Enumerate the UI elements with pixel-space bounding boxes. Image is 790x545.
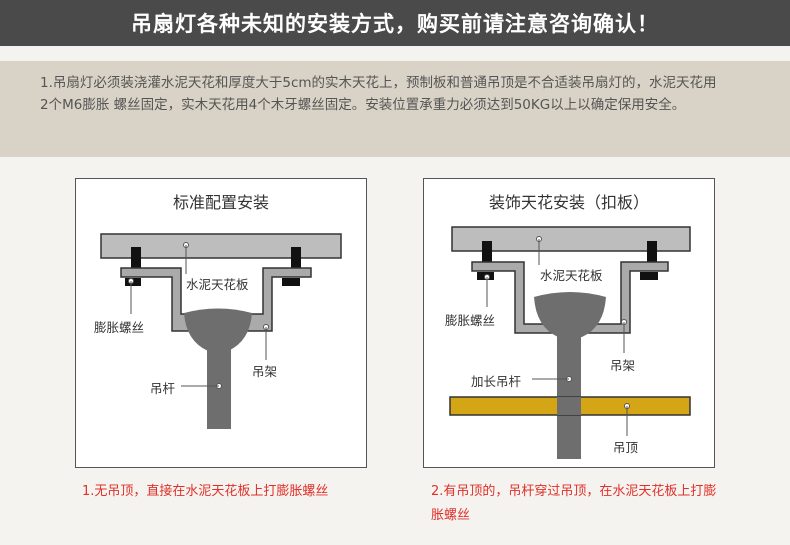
label-bracket: 吊架 — [252, 364, 278, 379]
caption-standard-install: 1.无吊顶，直接在水泥天花板上打膨胀螺丝 — [82, 484, 329, 499]
notice-box: 1.吊扇灯必须装浇灌水泥天花和厚度大于5cm的实木天花上，预制板和普通吊顶是不合… — [0, 61, 790, 157]
panel-false-ceiling-install: 装饰天花安装（扣板） 水泥天花板 膨胀螺丝 吊架 加长吊杆 吊顶 — [423, 178, 715, 468]
label-expansion-screw: 膨胀螺丝 — [94, 320, 145, 335]
bolt-right — [291, 247, 301, 273]
label-bracket: 吊架 — [610, 358, 636, 373]
bolt-left — [482, 241, 492, 269]
label-false-ceiling: 吊顶 — [613, 440, 639, 455]
standard-install-diagram — [100, 233, 342, 429]
page-header: 吊扇灯各种未知的安装方式，购买前请注意咨询确认！ — [0, 0, 790, 46]
panel-standard-install: 标准配置安装 水泥天花板 膨胀螺丝 吊架 吊杆 — [75, 178, 367, 468]
bracket — [120, 267, 312, 332]
label-down-rod: 吊杆 — [150, 381, 176, 396]
caption-false-ceiling-install: 2.有吊顶的，吊杆穿过吊顶，在水泥天花板上打膨胀螺丝 — [431, 484, 717, 523]
canopy — [184, 308, 252, 351]
label-expansion-screw: 膨胀螺丝 — [445, 313, 496, 328]
notice-text: 1.吊扇灯必须装浇灌水泥天花和厚度大于5cm的实木天花上，预制板和普通吊顶是不合… — [40, 75, 717, 113]
label-concrete-ceiling: 水泥天花板 — [186, 277, 249, 292]
nut-right — [640, 272, 658, 280]
false-ceiling-install-diagram — [449, 226, 691, 459]
bracket — [471, 261, 669, 334]
bolt-left — [131, 247, 141, 273]
nut-right — [282, 278, 300, 286]
panel-title: 标准配置安装 — [172, 193, 269, 212]
panel-title: 装饰天花安装（扣板） — [488, 193, 649, 212]
label-extended-down-rod: 加长吊杆 — [471, 374, 522, 389]
label-concrete-ceiling: 水泥天花板 — [540, 268, 603, 283]
header-title: 吊扇灯各种未知的安装方式，购买前请注意咨询确认！ — [131, 12, 659, 36]
canopy — [534, 292, 606, 337]
bolt-right — [647, 241, 657, 269]
